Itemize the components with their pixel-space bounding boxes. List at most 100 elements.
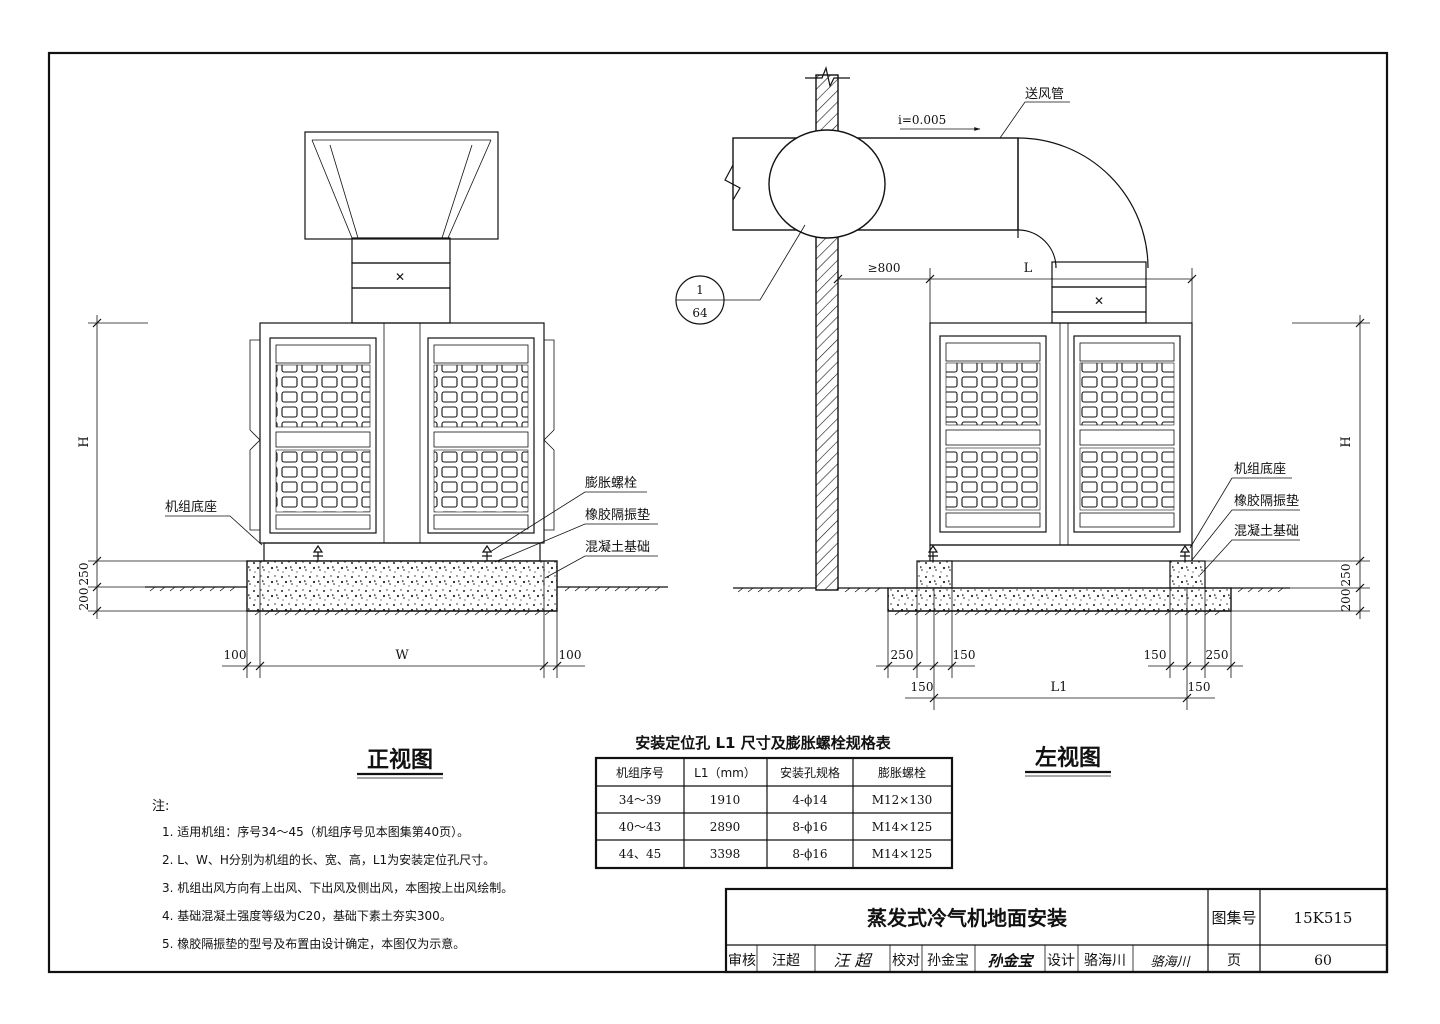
title-block: 蒸发式冷气机地面安装 图集号 15K515 审核 汪超 汪 超 校对 孙金宝 孙…: [724, 887, 1389, 974]
leader-base: [165, 515, 263, 546]
dim-200-side: 200: [1339, 589, 1353, 612]
ground-hatch: [894, 610, 1221, 616]
duct-break: [724, 164, 741, 201]
designer-name: 骆海川: [1084, 953, 1126, 969]
flex-joint-mark: ✕: [1094, 294, 1104, 308]
check-label: 校对: [892, 952, 920, 969]
wall-break: [805, 65, 850, 88]
atlas-label: 图集号: [1211, 909, 1256, 927]
dim-150-left-b: 150: [911, 680, 934, 694]
table-cell: 34～39: [619, 793, 662, 807]
leader-base: [1189, 477, 1292, 549]
label-pad-front: 橡胶隔振垫: [585, 507, 650, 523]
concrete-foundation-side: [887, 587, 1232, 612]
table-cell: 44、45: [619, 847, 662, 861]
dim-ticks: [92, 318, 102, 616]
panel-right: [427, 337, 535, 534]
outlet-base: [351, 287, 451, 324]
page-label: 页: [1227, 953, 1241, 969]
duct-elbow-outer: [1017, 137, 1149, 269]
note-item: 2. L、W、H分别为机组的长、宽、高，L1为安装定位孔尺寸。: [162, 852, 495, 867]
panel-slats: [275, 431, 371, 448]
label-foundation-side: 混凝土基础: [1234, 523, 1299, 539]
label-base-front: 机组底座: [165, 499, 217, 515]
grille: [275, 364, 371, 428]
panel-slats: [1079, 342, 1175, 362]
label-base-side: 机组底座: [1234, 461, 1286, 477]
outlet-hood-inner: [311, 139, 492, 239]
notes: 注: 1. 适用机组：序号34～45（机组序号见本图集第40页）。 2. L、W…: [152, 799, 513, 951]
side-view-title: 左视图: [1035, 745, 1101, 771]
front-view-title: 正视图: [367, 747, 433, 773]
unit-base-front: [263, 542, 541, 562]
panel-slats: [433, 431, 529, 448]
table-cell: 1910: [710, 793, 741, 807]
grille: [945, 362, 1041, 426]
leader-pad: [1191, 509, 1300, 561]
table-cell: 4-ϕ14: [792, 793, 828, 807]
label-pad-side: 橡胶隔振垫: [1234, 493, 1299, 509]
table-cell: 40～43: [619, 820, 662, 834]
outlet-hood: [304, 131, 499, 240]
panel-slats: [275, 344, 371, 364]
dim-l1: L1: [1051, 680, 1068, 695]
dim-250-side: 250: [1339, 564, 1353, 587]
dim-100-right: 100: [559, 648, 582, 662]
front-view: ✕: [77, 131, 668, 779]
flex-joint-mark: ✕: [395, 270, 405, 284]
dim-100-left: 100: [224, 648, 247, 662]
dim-ticks: [1355, 318, 1365, 616]
table-cell: M14×125: [872, 820, 933, 834]
label-bolt-front: 膨胀螺栓: [585, 476, 637, 491]
leader-bolt: [489, 491, 647, 553]
note-item: 1. 适用机组：序号34～45（机组序号见本图集第40页）。: [162, 824, 469, 839]
checker-name: 孙金宝: [927, 953, 969, 969]
reviewer-signature: 汪 超: [833, 951, 873, 970]
designer-signature: 骆海川: [1150, 954, 1191, 970]
panel-slats: [945, 512, 1041, 528]
checker-signature: 孙金宝: [987, 952, 1034, 970]
panel-slats: [945, 429, 1041, 446]
dim-150-left-a: 150: [953, 648, 976, 662]
panel-right: [1073, 335, 1181, 533]
foundation-pedestal: [1169, 560, 1206, 589]
grille: [945, 447, 1041, 511]
table-header: 膨胀螺栓: [878, 765, 926, 780]
label-foundation-front: 混凝土基础: [585, 539, 650, 555]
grille: [1079, 362, 1175, 426]
table-header: 安装孔规格: [780, 765, 840, 780]
leader-callout: [724, 224, 806, 301]
unit-left-profile: [249, 339, 261, 531]
unit-right-profile: [543, 339, 555, 531]
note-item: 4. 基础混凝土强度等级为C20，基础下素土夯实300。: [162, 908, 452, 923]
design-label: 设计: [1047, 953, 1075, 969]
outlet-hood-lines: [329, 144, 473, 239]
dim-200-front: 200: [77, 588, 91, 611]
leader-duct: [999, 101, 1070, 139]
panel-left: [939, 335, 1047, 533]
dim-150-right-b: 150: [1188, 680, 1211, 694]
spec-table: 安装定位孔 L1 尺寸及膨胀螺栓规格表 机组序号 L1（mm） 安装孔规格 膨胀…: [594, 734, 954, 870]
review-label: 审核: [728, 953, 756, 969]
notes-heading: 注:: [152, 799, 169, 814]
duct-base-side: [1051, 311, 1147, 324]
dim-250-front: 250: [77, 563, 91, 586]
page-number: 60: [1314, 953, 1332, 969]
table-cell: 8-ϕ16: [792, 847, 827, 861]
concrete-foundation-front: [246, 560, 558, 612]
unit-base-side: [929, 544, 1193, 562]
atlas-number: 15K515: [1294, 909, 1353, 927]
duct-wall-penetration: [768, 129, 886, 239]
dim-w: W: [395, 648, 409, 663]
side-view: ✕ i=0.005 送风管 1 64 ≥800 L: [675, 65, 1370, 777]
dim-ticks: [242, 661, 562, 671]
panel-slats: [945, 342, 1041, 362]
grille: [433, 364, 529, 428]
table-title: 安装定位孔 L1 尺寸及膨胀螺栓规格表: [635, 734, 891, 752]
dim-250-right: 250: [1206, 648, 1229, 662]
table-cell: M14×125: [872, 847, 933, 861]
table-cell: 2890: [710, 820, 741, 834]
title-block-frame: [724, 887, 1389, 974]
note-item: 5. 橡胶隔振垫的型号及布置由设计确定，本图仅为示意。: [162, 936, 465, 951]
